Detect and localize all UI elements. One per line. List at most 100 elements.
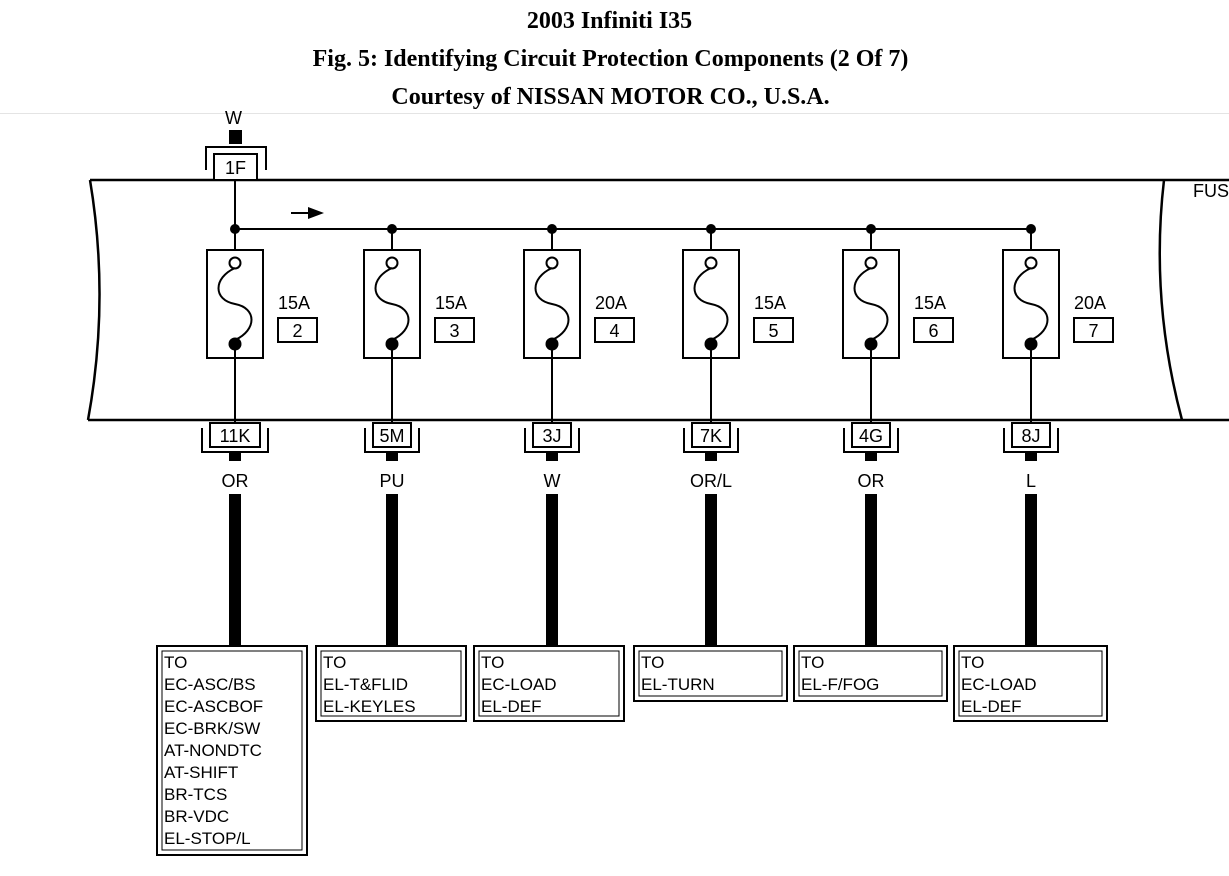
destination-text: EL-DEF: [961, 697, 1021, 716]
fuse-element-icon: [534, 267, 570, 341]
input-connector-housing: [205, 146, 267, 170]
output-connector-label: 5M: [379, 426, 404, 446]
destination-text: EL-TURN: [641, 675, 715, 694]
output-connector-box: [372, 422, 412, 448]
fuse-number-box: [434, 317, 475, 343]
fuse-element-icon: [1013, 267, 1049, 341]
fuse-rating: 20A: [1074, 293, 1106, 313]
destination-box-inner: [638, 650, 783, 697]
fuse-block-label: FUS: [1193, 181, 1229, 201]
wire-color-label: PU: [379, 471, 404, 491]
destination-box: [793, 645, 948, 702]
destination-text: EC-BRK/SW: [164, 719, 260, 738]
wire-color-label: OR/L: [690, 471, 732, 491]
destination-text: EC-ASC/BS: [164, 675, 256, 694]
destination-text: EL-DEF: [481, 697, 541, 716]
fuse-rating: 15A: [914, 293, 946, 313]
harness-wire: [865, 494, 877, 646]
destination-text: BR-TCS: [164, 785, 227, 804]
destination-text: TO: [641, 653, 664, 672]
destination-text: EL-STOP/L: [164, 829, 251, 848]
output-connector-label: 3J: [542, 426, 561, 446]
destination-box-inner: [161, 650, 303, 851]
harness-wire: [546, 494, 558, 646]
input-connector-box: [213, 153, 258, 181]
fuse-circuit-4: 20A 4 3J W TO EC-LOAD EL-DEF: [473, 224, 635, 722]
harness-wire: [1025, 494, 1037, 646]
fuse-number-box: [913, 317, 954, 343]
figure-title: Fig. 5: Identifying Circuit Protection C…: [312, 46, 909, 72]
fuse-number: 5: [768, 321, 778, 341]
wire-color-label: OR: [222, 471, 249, 491]
input-wire-stub: [229, 130, 242, 144]
destination-text: TO: [481, 653, 504, 672]
flow-arrow-icon: [291, 207, 324, 219]
destination-text: TO: [801, 653, 824, 672]
fuse-element-icon: [853, 267, 889, 341]
fuse-rating: 20A: [595, 293, 627, 313]
destination-box-inner: [320, 650, 462, 717]
fuse-number: 6: [928, 321, 938, 341]
wire-stub: [865, 452, 877, 461]
wire-stub: [1025, 452, 1037, 461]
destination-text: TO: [323, 653, 346, 672]
wire-stub: [705, 452, 717, 461]
destination-text: EL-KEYLES: [323, 697, 416, 716]
fuse-number: 2: [292, 321, 302, 341]
fuse-terminal-open: [1024, 256, 1038, 270]
fuse-element-icon: [374, 267, 410, 341]
destination-text: EC-LOAD: [481, 675, 557, 694]
fuse-terminal-open: [704, 256, 718, 270]
output-connector-label: 7K: [700, 426, 722, 446]
output-connector-box: [1011, 422, 1051, 448]
fuse-terminal-open: [385, 256, 399, 270]
output-connector-box: [851, 422, 891, 448]
fuse-number-box: [753, 317, 794, 343]
figure-header: 2003 Infiniti I35 Fig. 5: Identifying Ci…: [0, 0, 1229, 114]
destination-text: TO: [961, 653, 984, 672]
fuse-number-box: [594, 317, 635, 343]
fuse-number: 4: [609, 321, 619, 341]
destination-box: [953, 645, 1108, 722]
fuse-rating: 15A: [435, 293, 467, 313]
wire-color-label: W: [544, 471, 561, 491]
fuse-number-box: [1073, 317, 1114, 343]
fuse-terminal-open: [228, 256, 242, 270]
destination-box-inner: [958, 650, 1103, 717]
fuse-element-icon: [217, 267, 253, 341]
destination-box: [633, 645, 788, 702]
destination-box-inner: [798, 650, 943, 697]
fuse-circuit-2: 15A211KORTOEC-ASC/BSEC-ASCBOFEC-BRK/SWAT…: [156, 224, 318, 856]
output-connector-box: [532, 422, 572, 448]
output-connector-label: 11K: [220, 426, 251, 446]
fuse-number: 3: [449, 321, 459, 341]
destination-text: EL-T&FLID: [323, 675, 408, 694]
output-connector-label: 4G: [859, 426, 883, 446]
fuse-rating: 15A: [754, 293, 786, 313]
input-wire-color: W: [225, 108, 242, 128]
destination-box: [315, 645, 467, 722]
figure-title-vehicle: 2003 Infiniti I35: [526, 8, 693, 34]
destination-text: AT-NONDTC: [164, 741, 262, 760]
destination-box: [156, 645, 308, 856]
wire-stub: [229, 452, 241, 461]
harness-wire: [229, 494, 241, 646]
wire-stub: [546, 452, 558, 461]
fuse-element-icon: [693, 267, 729, 341]
destination-text: AT-SHIFT: [164, 763, 238, 782]
figure-courtesy: Courtesy of NISSAN MOTOR CO., U.S.A.: [391, 84, 830, 110]
fuse-block-outline: [86, 178, 1229, 422]
harness-wire: [386, 494, 398, 646]
fuse-rating: 15A: [278, 293, 310, 313]
output-connector-box: [691, 422, 731, 448]
fuse-number: 7: [1088, 321, 1098, 341]
destination-text: EC-LOAD: [961, 675, 1037, 694]
fuse-terminal-open: [864, 256, 878, 270]
wire-color-label: OR: [858, 471, 885, 491]
fuse-number-box: [277, 317, 318, 343]
destination-text: TO: [164, 653, 187, 672]
destination-text: BR-VDC: [164, 807, 229, 826]
output-connector-label: 8J: [1021, 426, 1040, 446]
